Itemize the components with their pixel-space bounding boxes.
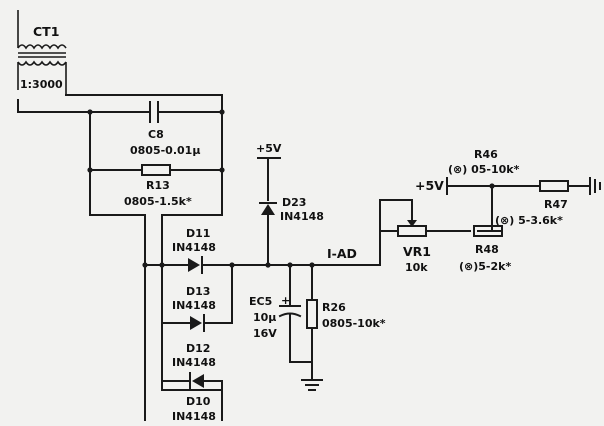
r47-value: (⊗) 5-3.6k* — [495, 214, 563, 227]
r13-value: 0805-1.5k* — [124, 195, 192, 208]
r26-label: R26 — [322, 301, 346, 314]
d13-value: IN4148 — [172, 299, 216, 312]
ec5-voltage: 16V — [253, 327, 277, 340]
diode-d10: D10 IN4148 — [161, 372, 223, 423]
r48-label: R48 — [475, 243, 499, 256]
potentiometer-vr1: VR1 10k — [379, 199, 471, 274]
d23-value: IN4148 — [280, 210, 324, 223]
vr1-value: 10k — [405, 261, 428, 274]
capacitor-c8: C8 0805-0.01µ — [89, 101, 223, 157]
diode-d23: +5V D23 IN4148 — [256, 142, 324, 266]
vr1-label: VR1 — [403, 244, 431, 259]
capacitor-ec5: + EC5 10µ 16V — [249, 264, 302, 363]
resistor-r26: R26 0805-10k* — [289, 264, 386, 363]
ct1-label: CT1 — [33, 24, 59, 39]
transformer-ct1: CT1 1:3000 — [17, 10, 67, 95]
d23-label: D23 — [282, 196, 306, 209]
r47-label: R47 — [544, 198, 568, 211]
ct1-ratio: 1:3000 — [20, 78, 63, 91]
svg-text:+: + — [281, 294, 290, 307]
resistor-r48: R48 (⊗)5-2k* — [459, 185, 511, 273]
diode-d12: D12 IN4148 — [172, 342, 216, 369]
c8-value: 0805-0.01µ — [130, 144, 200, 157]
net-label-iad: I-AD — [327, 246, 357, 261]
r48-value: (⊗)5-2k* — [459, 260, 511, 273]
resistor-r13: R13 0805-1.5k* — [89, 164, 223, 208]
d12-label: D12 — [186, 342, 210, 355]
resistor-r47: R47 (⊗) 5-3.6k* — [491, 177, 601, 227]
d13-label: D13 — [186, 285, 210, 298]
d12-value: IN4148 — [172, 356, 216, 369]
plus5v-top: +5V — [256, 142, 282, 155]
d10-value: IN4148 — [172, 410, 216, 423]
ec5-cap: 10µ — [253, 311, 276, 324]
r46-label: R46 — [474, 148, 498, 161]
plus5v-right: +5V — [415, 178, 444, 193]
r46-value: (⊗) 05-10k* — [448, 163, 520, 176]
d11-value: IN4148 — [172, 241, 216, 254]
ec5-label: EC5 — [249, 295, 272, 308]
d10-label: D10 — [186, 395, 211, 408]
diode-d13: D13 IN4148 — [161, 264, 233, 332]
d11-label: D11 — [186, 227, 210, 240]
ground-symbol — [301, 361, 323, 391]
r13-label: R13 — [146, 179, 170, 192]
r26-value: 0805-10k* — [322, 317, 386, 330]
resistor-r46: R46 (⊗) 05-10k* — [446, 148, 520, 187]
c8-label: C8 — [148, 128, 164, 141]
junction-dots — [87, 109, 315, 268]
